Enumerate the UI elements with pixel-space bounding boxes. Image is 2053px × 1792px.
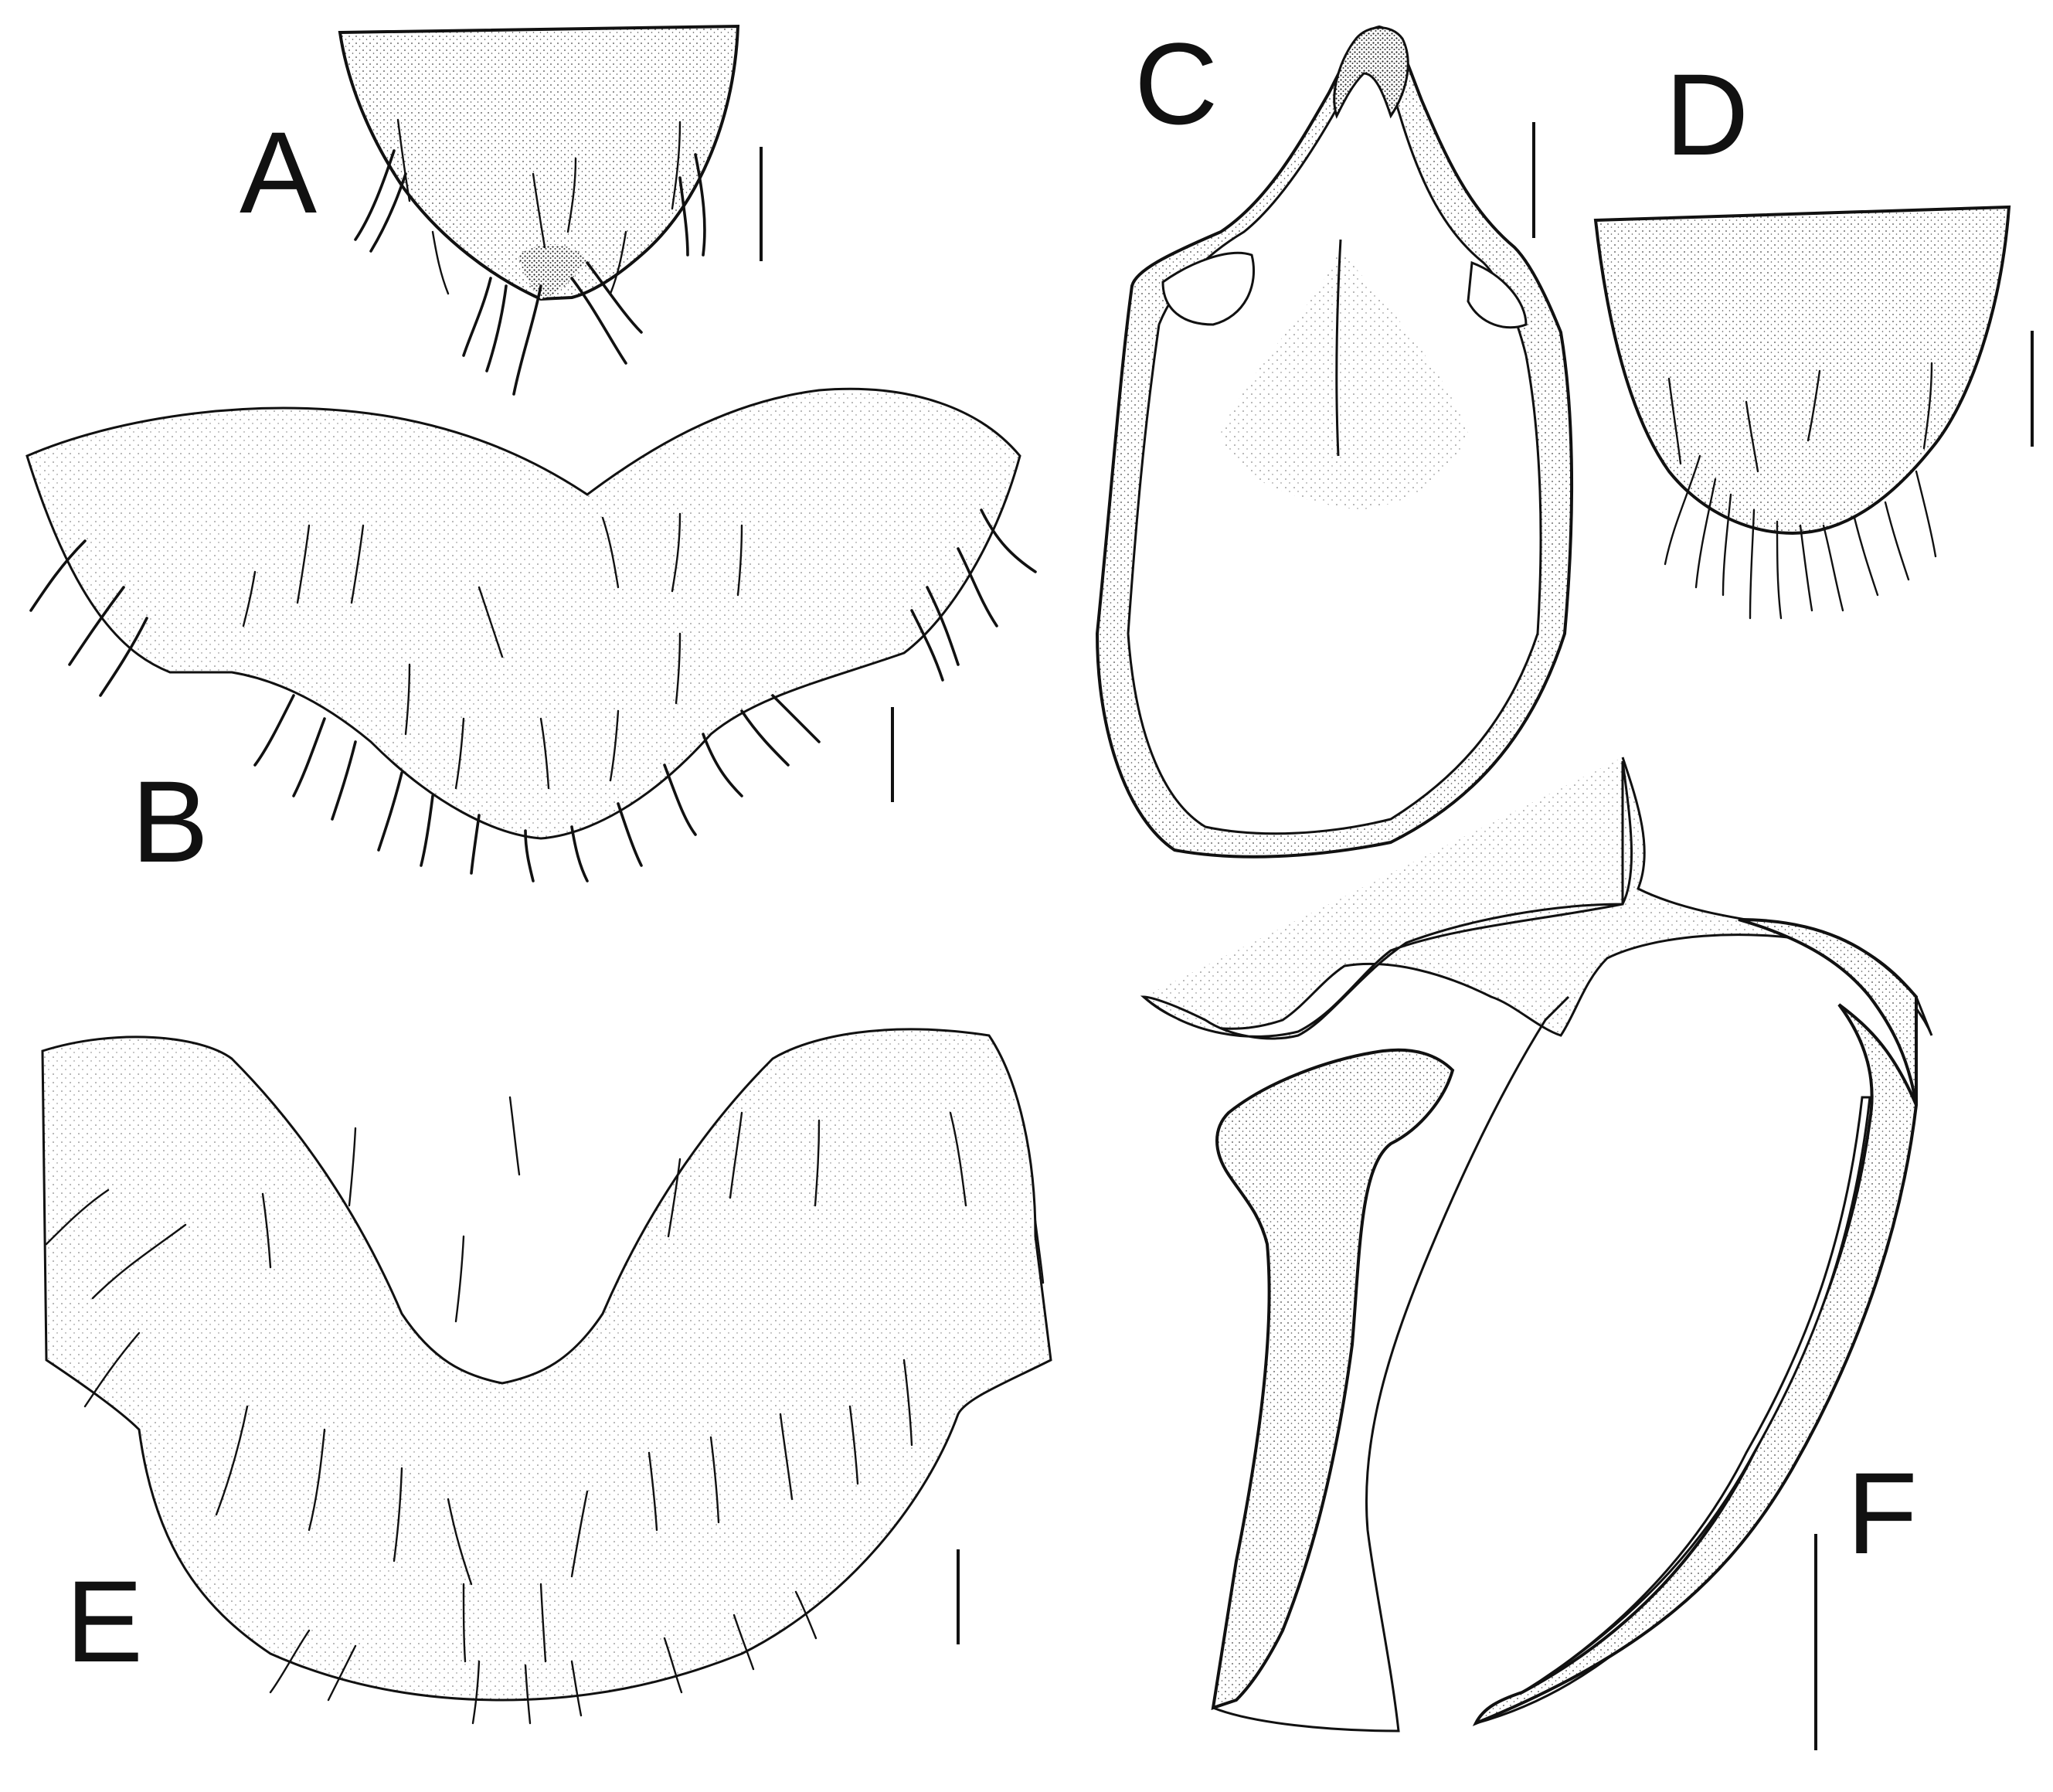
panel-c-median-stipple [1221,255,1468,510]
panel-c-sclerotized-apex [1333,26,1409,119]
panel-d-tergite [1593,205,2011,536]
panel-a-setae [354,118,706,396]
panel-f-aedeagus [1472,918,1919,1726]
panel-f: F [1140,757,1933,1750]
panel-e-sternite [41,1028,1052,1702]
panel-a: A [240,24,763,396]
panel-b-label: B [131,757,209,886]
panel-f-left-paramere [1212,995,1570,1732]
panel-a-label: A [240,107,317,237]
panel-a-tergite [338,24,740,301]
panel-f-label: F [1847,1448,1918,1578]
panel-e-setae [45,1096,1045,1725]
panel-e-label: E [66,1556,143,1686]
panel-d-label: D [1665,49,1749,179]
panel-e: E [41,1028,1052,1725]
panel-b: B [25,387,1037,886]
panel-b-setae [29,508,1037,882]
panel-f-base-membrane [1142,757,1933,1037]
panel-c-left-fenestra [1161,251,1256,326]
panel-d-setae [1664,362,1937,620]
panel-c-right-fenestra [1467,260,1528,329]
panel-d: D [1593,49,2034,620]
panel-c: C [1095,19,1574,859]
panel-c-label: C [1134,19,1218,148]
panel-f-apodeme [1211,1048,1455,1710]
panel-b-sternite [25,387,1021,840]
